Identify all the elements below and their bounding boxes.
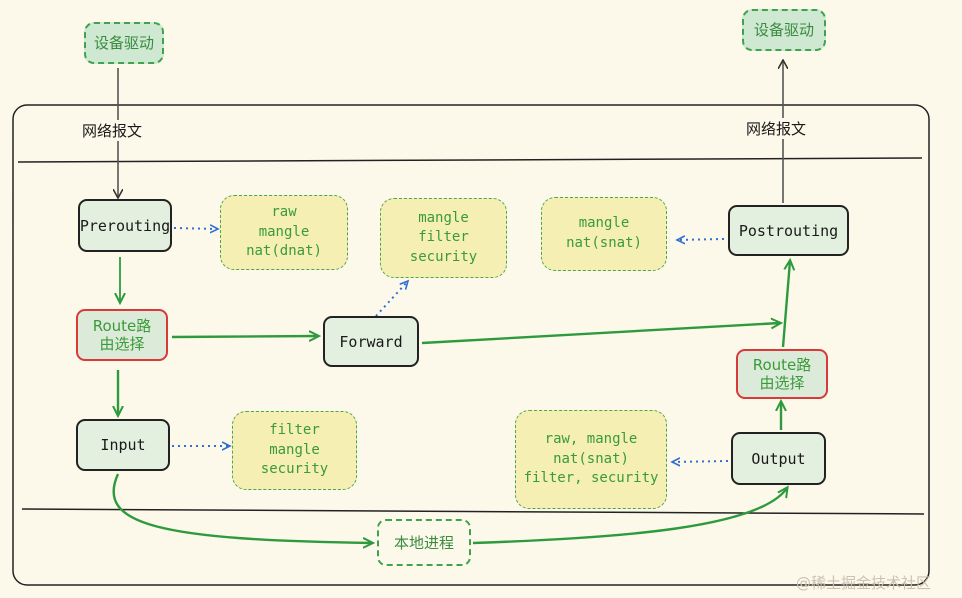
route-right-line-2: 由选择 bbox=[759, 374, 805, 392]
tables-output: raw, mangle nat(snat) filter, security bbox=[515, 410, 667, 509]
watermark: @稀土掘金技术社区 bbox=[796, 572, 931, 593]
hook-input-label: Input bbox=[100, 436, 146, 454]
local-process: 本地进程 bbox=[377, 519, 471, 566]
packet-label-in: 网络报文 bbox=[80, 120, 145, 141]
arrow-input-to-local bbox=[112, 473, 372, 543]
arrow-route-to-forward bbox=[171, 336, 318, 337]
dotted-forward-to-tables bbox=[375, 281, 408, 317]
hook-input: Input bbox=[76, 419, 170, 471]
table-entry: nat(snat) bbox=[553, 450, 629, 467]
route-decision-right: Route路 由选择 bbox=[736, 349, 828, 399]
hook-forward: Forward bbox=[323, 316, 419, 367]
route-left-line-1: Route路 bbox=[92, 317, 152, 335]
table-entry: mangle bbox=[258, 223, 310, 240]
hook-prerouting: Prerouting bbox=[78, 199, 172, 252]
table-entry: security bbox=[260, 461, 329, 478]
tables-input: filter mangle security bbox=[232, 411, 357, 490]
dotted-postrouting-to-tables bbox=[677, 239, 725, 240]
table-entry: mangle bbox=[269, 441, 320, 458]
tables-forward: mangle filter security bbox=[380, 198, 507, 278]
table-entry: nat(dnat) bbox=[246, 243, 322, 260]
table-entry: mangle bbox=[578, 215, 630, 232]
kernel-frame bbox=[12, 104, 930, 586]
device-driver-out: 设备驱动 bbox=[742, 9, 826, 51]
table-entry: nat(snat) bbox=[566, 235, 642, 251]
table-entry: security bbox=[409, 248, 478, 265]
dotted-prerouting-to-tables bbox=[173, 228, 218, 229]
bottom-divider bbox=[21, 508, 925, 515]
arrow-local-to-output bbox=[472, 488, 787, 545]
dotted-output-to-tables bbox=[672, 461, 729, 462]
route-right-line-1: Route路 bbox=[752, 356, 812, 374]
table-entry: raw, mangle bbox=[544, 431, 638, 448]
hook-postrouting: Postrouting bbox=[728, 205, 849, 256]
tables-prerouting: raw mangle nat(dnat) bbox=[220, 195, 348, 270]
route-left-line-2: 由选择 bbox=[99, 335, 145, 353]
tables-postrouting: mangle nat(snat) bbox=[541, 197, 667, 271]
hook-forward-label: Forward bbox=[339, 332, 403, 351]
watermark-text: @稀土掘金技术社区 bbox=[796, 574, 932, 592]
route-decision-left: Route路 由选择 bbox=[76, 309, 168, 361]
local-process-label: 本地进程 bbox=[393, 533, 454, 552]
packet-label-in-text: 网络报文 bbox=[82, 122, 143, 140]
arrow-route-to-postrouting bbox=[781, 261, 790, 348]
table-entry: filter bbox=[269, 422, 320, 439]
packet-label-out: 网络报文 bbox=[744, 118, 809, 139]
device-driver-in-label: 设备驱动 bbox=[93, 34, 154, 52]
table-entry: filter, security bbox=[523, 470, 659, 487]
packet-label-out-text: 网络报文 bbox=[746, 120, 807, 138]
hook-output-label: Output bbox=[751, 449, 806, 468]
table-entry: filter bbox=[418, 229, 469, 246]
arrow-forward-to-postrouting bbox=[421, 323, 780, 345]
device-driver-in: 设备驱动 bbox=[84, 22, 164, 64]
device-driver-out-label: 设备驱动 bbox=[753, 21, 814, 39]
hook-output: Output bbox=[731, 432, 826, 485]
table-entry: raw bbox=[271, 204, 297, 221]
hook-prerouting-label: Prerouting bbox=[79, 216, 171, 235]
table-entry: mangle bbox=[418, 209, 469, 226]
hook-postrouting-label: Postrouting bbox=[738, 221, 839, 240]
top-divider bbox=[17, 157, 923, 163]
